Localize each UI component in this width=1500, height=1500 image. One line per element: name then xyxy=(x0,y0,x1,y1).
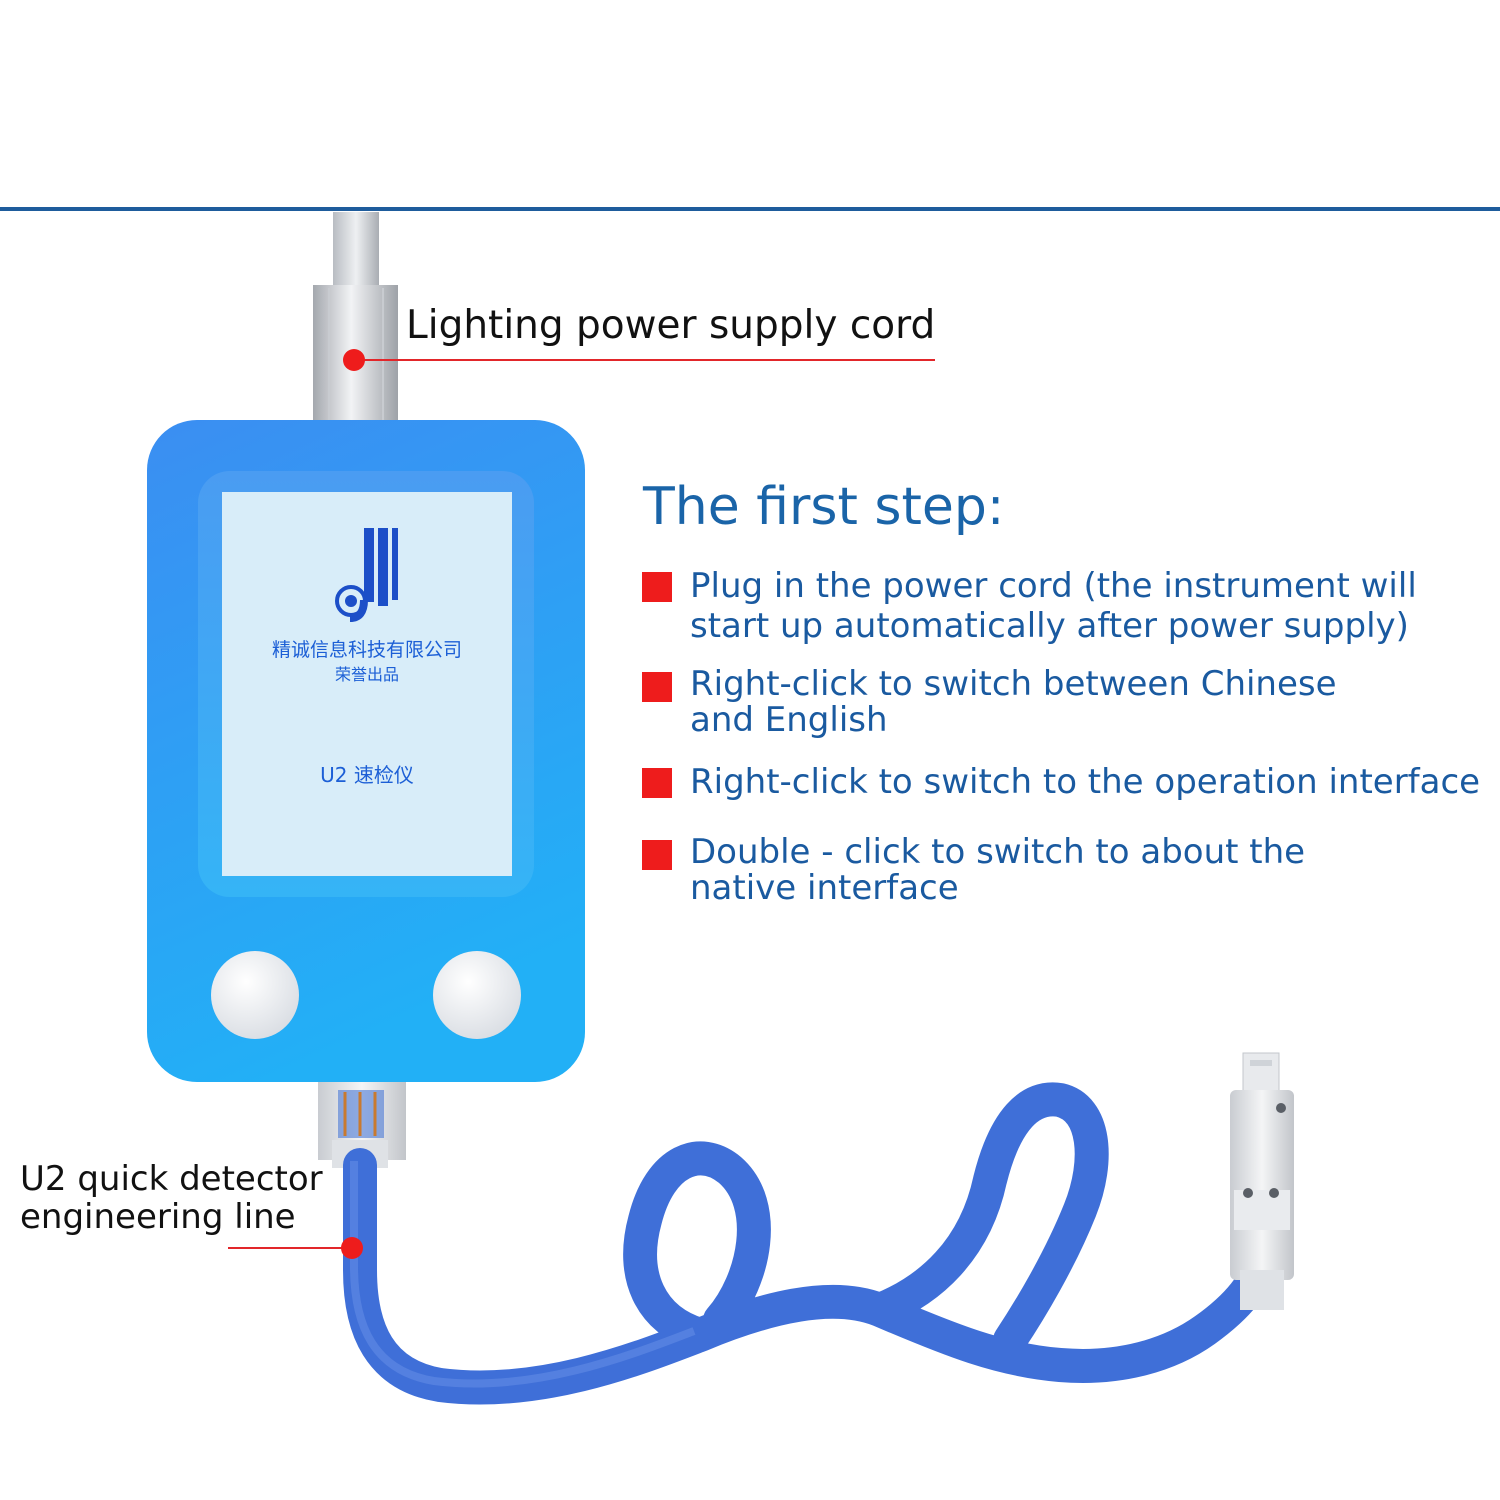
left-button[interactable] xyxy=(211,951,299,1039)
step-line: Right-click to switch between Chinese xyxy=(690,664,1337,704)
engineering-line-label-line-1: U2 quick detector xyxy=(20,1159,323,1199)
engineering-line-label: U2 quick detector engineering line xyxy=(20,1160,323,1236)
red-square-icon xyxy=(642,768,672,798)
right-button[interactable] xyxy=(433,951,521,1039)
step-line: Plug in the power cord (the instrument w… xyxy=(690,566,1417,606)
red-square-icon xyxy=(642,840,672,870)
red-dot-icon xyxy=(341,1237,363,1259)
step-text: Right-click to switch between Chinese an… xyxy=(690,666,1500,738)
step-line: native interface xyxy=(690,868,959,908)
screen-company-name: 精诚信息科技有限公司 xyxy=(271,639,462,661)
engineering-line-label-line-2: engineering line xyxy=(20,1197,296,1237)
power-cord-label: Lighting power supply cord xyxy=(406,303,936,348)
step-text: Double - click to switch to about the na… xyxy=(690,834,1500,906)
screen-subtitle: 荣誉出品 xyxy=(334,665,399,684)
instruction-steps: Plug in the power cord (the instrument w… xyxy=(642,0,1500,1500)
red-square-icon xyxy=(642,572,672,602)
step-text: Right-click to switch to the operation i… xyxy=(690,762,1500,802)
red-square-icon xyxy=(642,672,672,702)
step-text: Plug in the power cord (the instrument w… xyxy=(690,566,1500,646)
step-line: Double - click to switch to about the xyxy=(690,832,1306,872)
red-dot-icon xyxy=(343,349,365,371)
instructions-title: The first step: xyxy=(643,477,1005,537)
screen-model-name: U2 速检仪 xyxy=(320,763,414,787)
step-line: Right-click to switch to the operation i… xyxy=(690,762,1481,802)
power-cable xyxy=(333,212,379,292)
top-divider-line xyxy=(0,207,1500,211)
step-line: start up automatically after power suppl… xyxy=(690,606,1409,646)
jc-logo-icon xyxy=(335,528,398,622)
lightning-connector xyxy=(1230,1052,1294,1310)
step-line: and English xyxy=(690,700,888,740)
